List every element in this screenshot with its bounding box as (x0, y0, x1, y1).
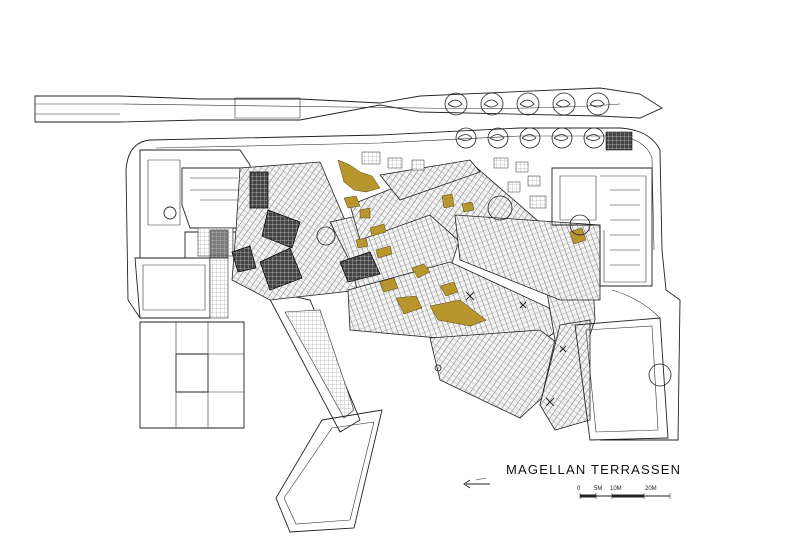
north-arrow-icon (463, 477, 490, 489)
scale-label-20m: 20M (645, 486, 657, 492)
tree-icon (519, 127, 541, 149)
tree-icon (552, 92, 576, 116)
tree-icon (583, 127, 605, 149)
tree-icon (444, 92, 468, 116)
scale-label-5m: 5M (594, 486, 603, 492)
plan-title: MAGELLAN TERRASSEN (506, 462, 682, 477)
scale-bar-icon (579, 493, 671, 499)
scattered-blocks (361, 151, 547, 209)
east-buildings (551, 167, 669, 441)
tree-icon (586, 92, 610, 116)
markers (465, 291, 567, 407)
tree-icon (551, 127, 573, 149)
scale-label-0: 0 (577, 486, 581, 492)
southwest-building (139, 321, 245, 429)
scale-label-10m: 10M (610, 486, 622, 492)
dark-panels (209, 171, 381, 291)
west-buildings (134, 149, 251, 319)
tree-icon (516, 92, 540, 116)
boulevard (34, 87, 663, 123)
terrace-trees (316, 195, 672, 387)
tree-icon (487, 127, 509, 149)
tree-icon (455, 127, 477, 149)
tree-icon (480, 92, 504, 116)
site-boundary (125, 127, 681, 441)
tree-row (444, 92, 633, 151)
ochre-elements (337, 159, 587, 327)
